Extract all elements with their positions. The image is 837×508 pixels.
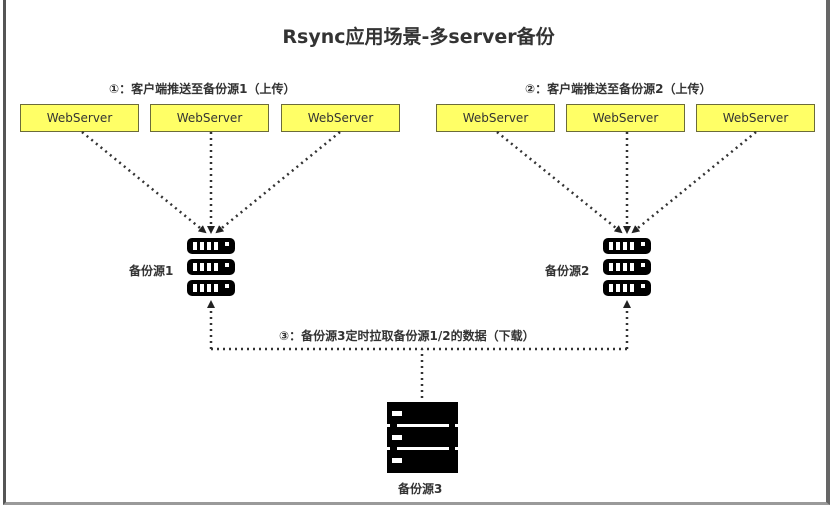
server-rack-icon [603, 238, 651, 296]
backup-source-2-label: 备份源2 [545, 264, 590, 278]
webserver-box: WebServer [696, 104, 815, 132]
diagram-title: Rsync应用场景-多server备份 [282, 26, 555, 48]
step-3-label: ③：备份源3定时拉取备份源1/2的数据（下载） [279, 329, 535, 343]
step-1-label: ①：客户端推送至备份源1（上传） [109, 82, 296, 96]
server-rack-icon [187, 238, 235, 296]
webserver-box: WebServer [20, 104, 139, 132]
webserver-box: WebServer [150, 104, 269, 132]
push-arrow [81, 131, 207, 234]
push-arrow [631, 131, 757, 234]
webserver-box: WebServer [436, 104, 555, 132]
backup-source-3-label: 备份源3 [398, 482, 443, 496]
server-stack-icon [387, 402, 458, 473]
diagram-frame [3, 0, 830, 505]
push-arrow [215, 131, 341, 234]
webserver-box: WebServer [566, 104, 685, 132]
push-arrow [496, 131, 623, 234]
webserver-box: WebServer [281, 104, 400, 132]
step-2-label: ②：客户端推送至备份源2（上传） [525, 82, 712, 96]
backup-source-1-label: 备份源1 [129, 264, 174, 278]
